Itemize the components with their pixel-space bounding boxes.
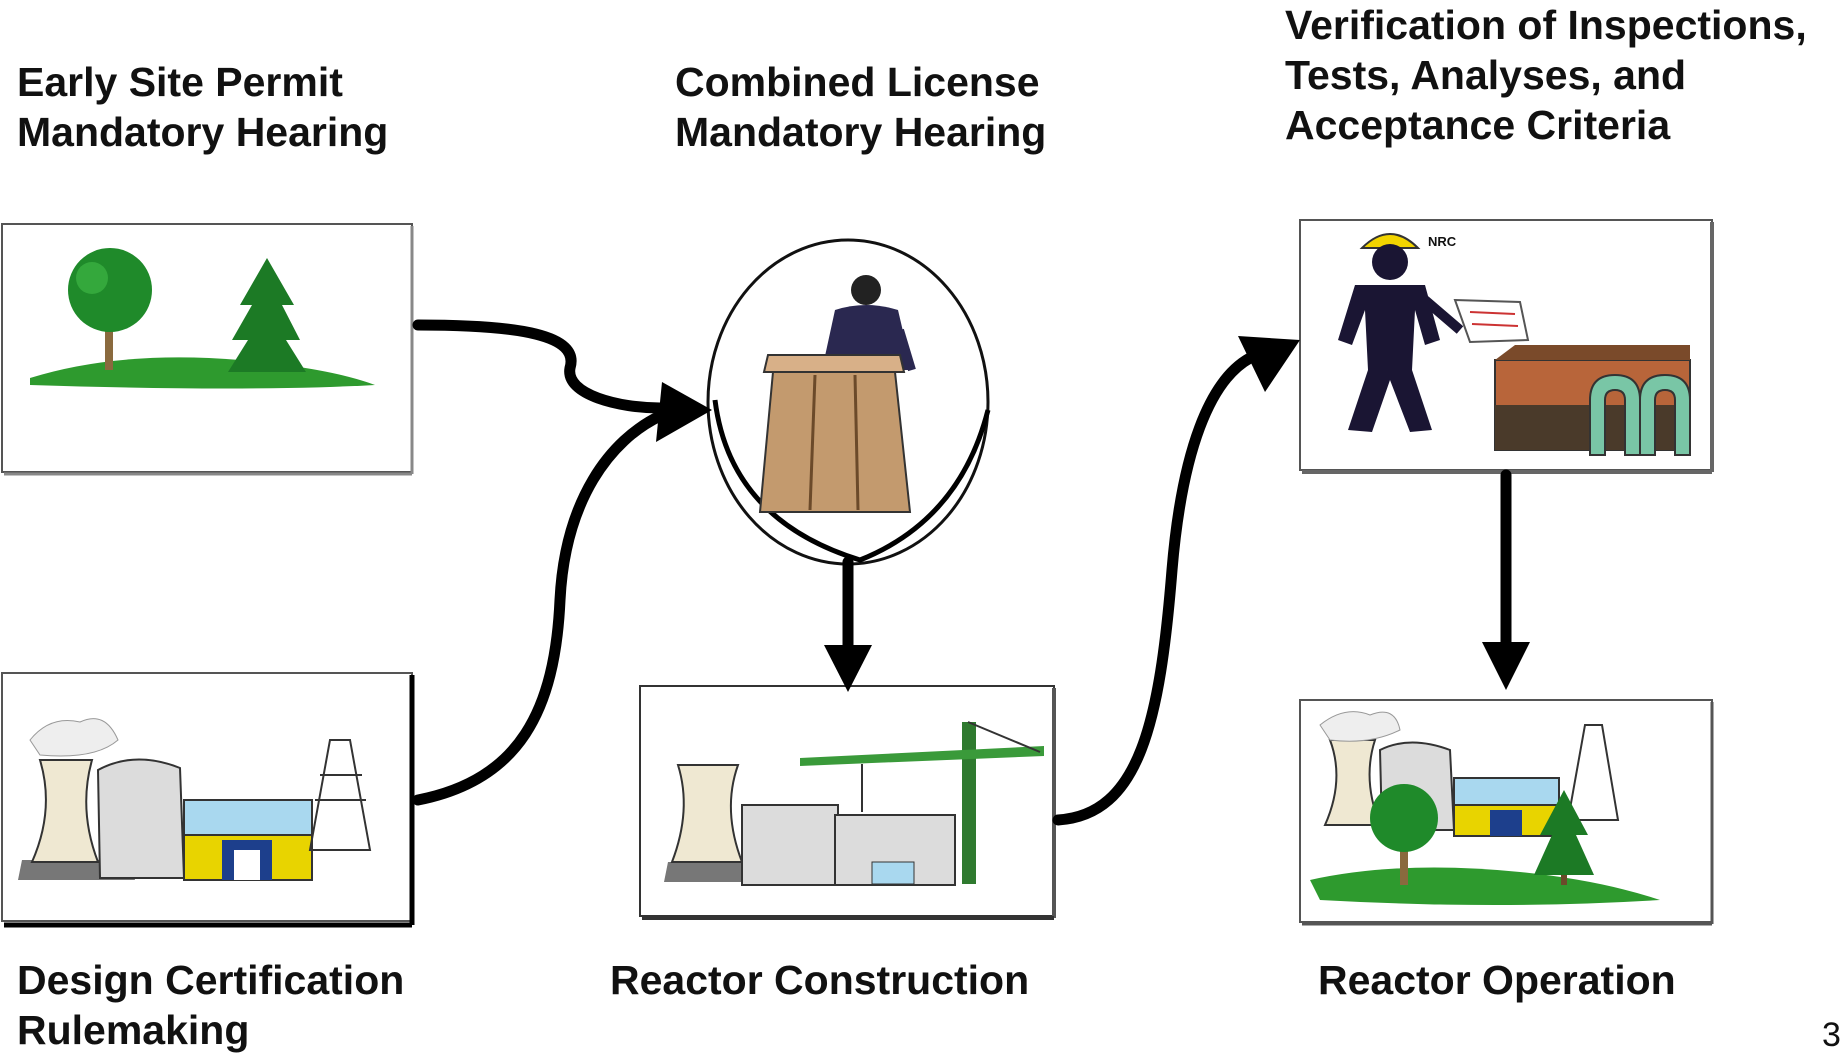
verification-line-1: Verification of Inspections, [1285,2,1807,48]
reactor-operation-label: Reactor Operation [1318,955,1676,1005]
early-site-permit-label: Early Site Permit Mandatory Hearing [17,57,388,157]
construction-crane-icon [664,721,1044,886]
arrow-construction-to-inspection [1052,352,1256,826]
reactor-construction-line-1: Reactor Construction [610,957,1030,1003]
construction-panel [639,685,1056,920]
arrow-head-hearing-to-construction [824,645,872,692]
verification-line-3: Acceptance Criteria [1285,102,1671,148]
combined-license-line-2: Mandatory Hearing [675,109,1047,155]
speaker-at-podium-icon [758,275,916,513]
page-number: 3 [1822,1016,1841,1054]
design-panel [1,672,415,928]
reactor-operation-line-1: Reactor Operation [1318,957,1676,1003]
arrow-head-site-to-hearing [656,382,712,442]
arrow-design-to-hearing [412,410,666,806]
nrc-badge: NRC [1428,234,1457,249]
operation-panel [1299,699,1714,926]
early-site-permit-line-1: Early Site Permit [17,59,343,105]
arrow-site-to-hearing [412,319,666,414]
arrow-head-inspection-to-operation [1482,642,1530,690]
trees-on-grass-icon [30,248,375,389]
verification-label: Verification of Inspections, Tests, Anal… [1285,0,1807,150]
arrow-head-construction-to-inspection [1238,336,1300,392]
design-certification-line-2: Rulemaking [17,1007,250,1053]
power-plant-icon [18,718,372,881]
design-certification-label: Design Certification Rulemaking [17,955,404,1055]
flow-arrows [412,319,1530,826]
inspection-panel: NRC [1299,219,1714,474]
design-certification-line-1: Design Certification [17,957,405,1003]
operating-plant-icon [1310,711,1660,905]
verification-line-2: Tests, Analyses, and [1285,52,1687,98]
reactor-construction-label: Reactor Construction [610,955,1029,1005]
nrc-inspector-icon [1338,233,1691,456]
site-panel [1,223,414,476]
combined-license-line-1: Combined License [675,59,1040,105]
early-site-permit-line-2: Mandatory Hearing [17,109,389,155]
hearing-circle [706,238,991,566]
combined-license-label: Combined License Mandatory Hearing [675,57,1046,157]
